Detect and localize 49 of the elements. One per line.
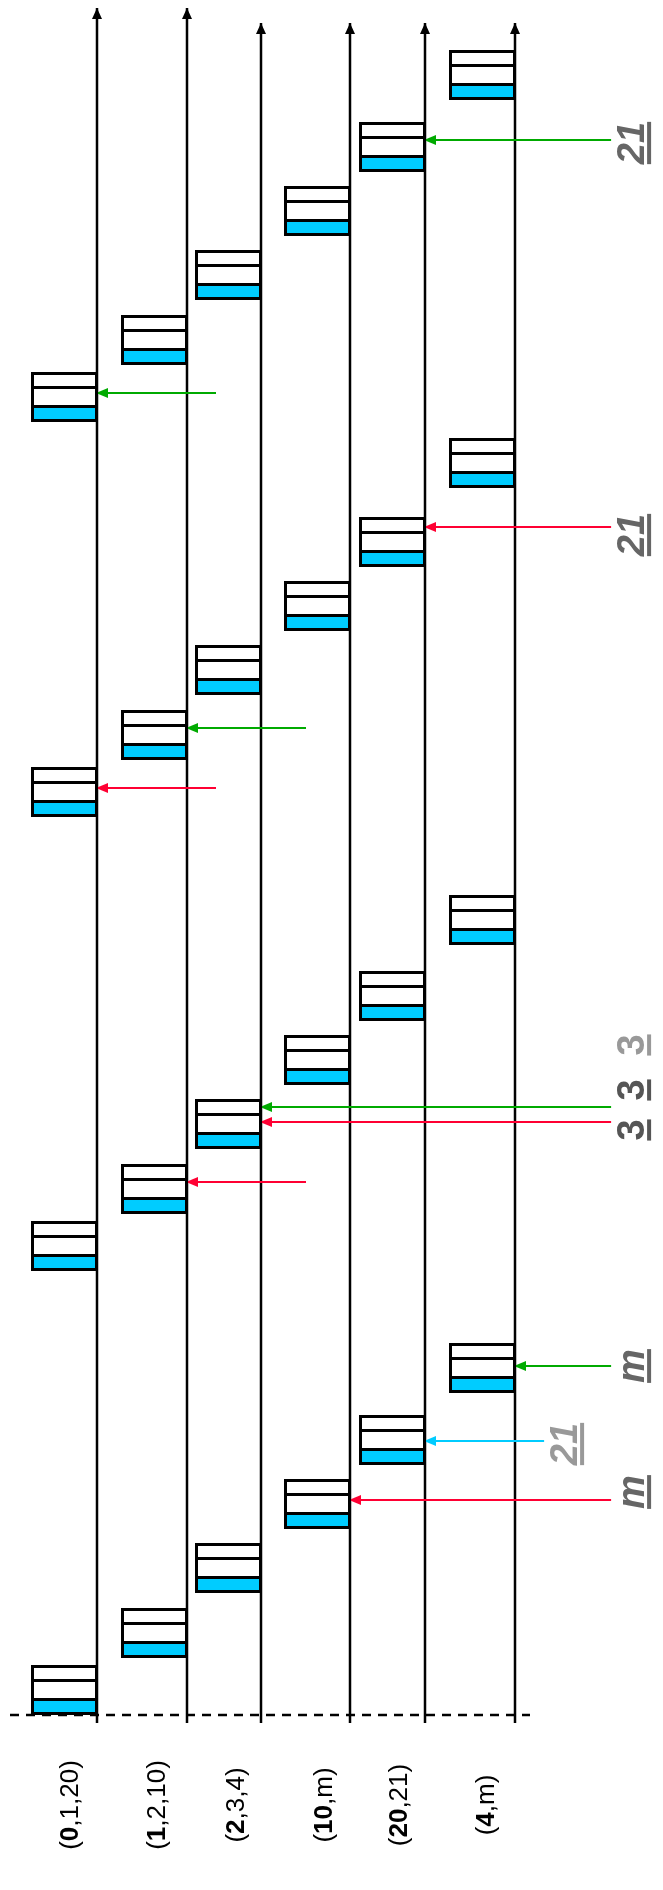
arrow (260, 1102, 612, 1112)
buffer-box (449, 50, 516, 100)
arrow (424, 522, 612, 532)
arrow (186, 723, 306, 733)
buffer-box (195, 1543, 262, 1593)
buffer-box (449, 1343, 516, 1393)
buffer-box (359, 971, 426, 1021)
index-label: 3 (611, 1119, 653, 1141)
arrow (96, 388, 216, 398)
buffer-box (195, 645, 262, 695)
index-label: m (611, 1475, 653, 1509)
buffer-box (31, 372, 98, 422)
timeline-label: (20,21) (383, 1763, 413, 1847)
index-label: 3 (611, 1034, 653, 1056)
buffer-box (121, 1608, 188, 1658)
arrow (260, 1117, 612, 1127)
timeline-label: (10,m) (308, 1767, 338, 1843)
buffer-box (31, 1221, 98, 1271)
buffer-box (359, 517, 426, 567)
buffer-box (449, 895, 516, 945)
arrow (186, 1177, 306, 1187)
buffer-box (195, 250, 262, 300)
buffer-box (195, 1099, 262, 1149)
arrow (514, 1361, 612, 1371)
timeline-label: (0,1,20) (54, 1760, 84, 1850)
buffer-box (284, 581, 351, 631)
arrow (424, 1436, 545, 1446)
index-label: 21 (544, 1422, 586, 1466)
buffer-box (359, 1415, 426, 1465)
index-label: m (611, 1349, 653, 1383)
buffer-box (284, 186, 351, 236)
arrow (424, 135, 612, 145)
buffer-box (121, 710, 188, 760)
buffer-box (31, 767, 98, 817)
timeline-label: (1,2,10) (141, 1760, 171, 1850)
index-label: 21 (611, 513, 653, 557)
timeline-label: (4,m) (470, 1774, 500, 1836)
buffer-box (359, 122, 426, 172)
buffer-box (284, 1035, 351, 1085)
buffer-box (31, 1665, 98, 1715)
index-label: 21 (611, 121, 653, 165)
index-label: 3 (611, 1079, 653, 1101)
buffer-box (284, 1479, 351, 1529)
buffer-box (121, 1164, 188, 1214)
buffer-box (121, 315, 188, 365)
timeline-label: (2,3,4) (220, 1767, 250, 1843)
arrow (96, 783, 216, 793)
arrow (349, 1495, 612, 1505)
buffer-box (449, 438, 516, 488)
